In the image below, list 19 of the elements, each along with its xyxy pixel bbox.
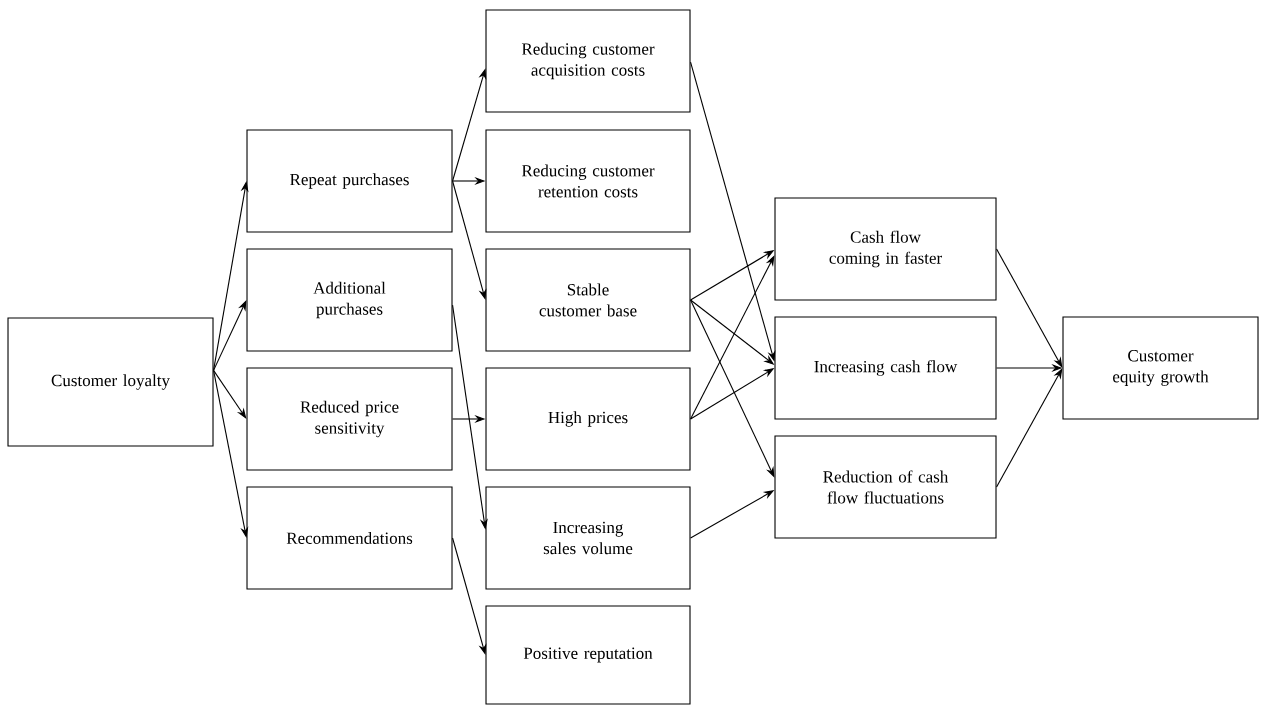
process-box: Additional purchases <box>246 248 453 352</box>
arrow <box>996 248 1063 368</box>
process-box: Positive reputation <box>485 605 691 705</box>
process-box: High prices <box>485 367 691 471</box>
process-box: Cash flow coming in faster <box>774 197 997 301</box>
process-box: Stable customer base <box>485 248 691 352</box>
arrow <box>213 300 247 371</box>
process-box: Customer equity growth <box>1062 316 1259 420</box>
process-box: Reducing customer acquisition costs <box>485 9 691 113</box>
arrow <box>213 369 247 419</box>
process-box: Recommendations <box>246 486 453 590</box>
arrow <box>996 368 1063 488</box>
process-box: Repeat purchases <box>246 129 453 233</box>
process-box: Reduction of cash flow fluctuations <box>774 435 997 539</box>
process-box: Customer loyalty <box>7 317 214 447</box>
process-box: Increasing cash flow <box>774 316 997 420</box>
process-box: Reducing customer retention costs <box>485 129 691 233</box>
process-box: Increasing sales volume <box>485 486 691 590</box>
process-box: Reduced price sensitivity <box>246 367 453 471</box>
